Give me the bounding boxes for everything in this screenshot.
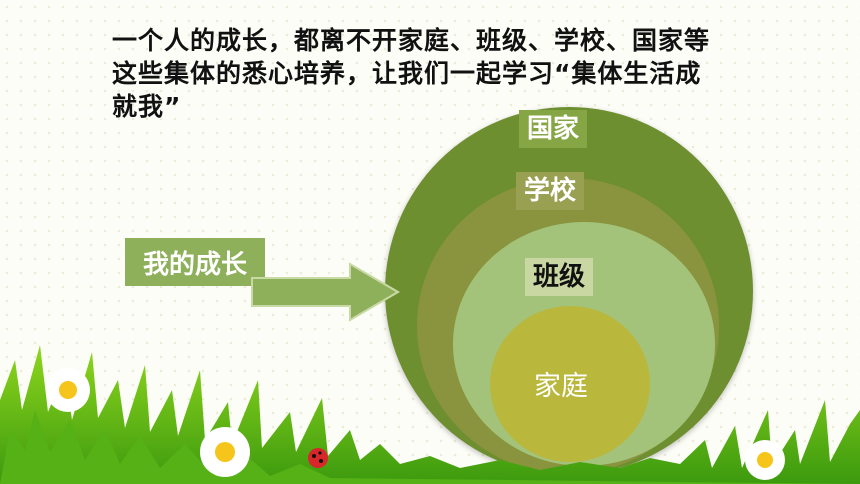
circle-home bbox=[490, 306, 650, 462]
intro-text: 一个人的成长，都离不开家庭、班级、学校、国家等这些集体的悉心培养，让我们一起学习… bbox=[112, 26, 711, 121]
label-country: 国家 bbox=[519, 110, 588, 148]
label-home: 家庭 bbox=[534, 371, 588, 402]
arrow-icon bbox=[251, 262, 400, 322]
grass-decoration bbox=[0, 345, 860, 484]
daisy-icon bbox=[46, 368, 90, 412]
label-class: 班级 bbox=[525, 258, 594, 296]
growth-label: 我的成长 bbox=[125, 238, 265, 286]
label-school: 学校 bbox=[516, 172, 585, 210]
